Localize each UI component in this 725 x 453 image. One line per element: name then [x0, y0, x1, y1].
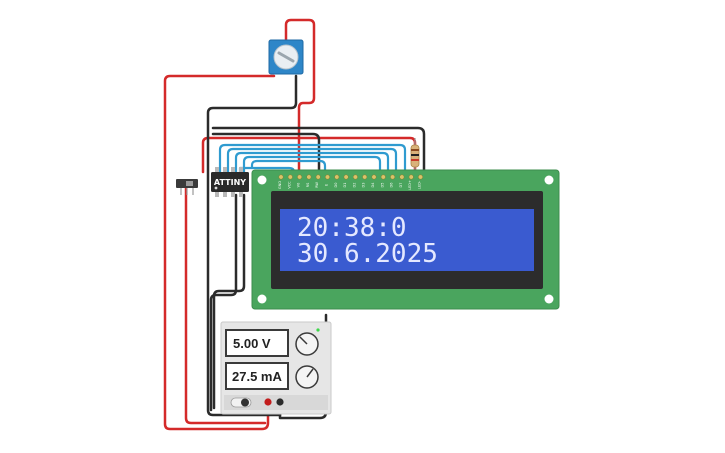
- lcd-pin-6[interactable]: [325, 174, 330, 180]
- power-supply-bottom-panel: [224, 395, 328, 410]
- wire-blue-1[interactable]: [218, 143, 407, 174]
- lcd-pin-8[interactable]: [343, 174, 349, 180]
- lcd-pin-16[interactable]: [418, 174, 423, 180]
- wire-blue-5[interactable]: [250, 159, 327, 174]
- current-knob-indicator: [306, 368, 314, 378]
- wire-red-switch[interactable]: [184, 186, 267, 425]
- lcd-module[interactable]: GND VCC V0 RS RW E D0 D1 D2 D3 D4 D5 D6 D7 LED+ LED- 20…: [251, 169, 560, 310]
- lcd-pin-5[interactable]: [315, 174, 321, 180]
- lcd-mount-hole-tr: [544, 175, 554, 185]
- lcd-pin-label: D5: [380, 183, 384, 188]
- wire-black-pot[interactable]: [206, 74, 298, 417]
- power-supply[interactable]: 5.00 V 27.5 mA: [220, 321, 332, 415]
- power-switch-thumb: [241, 398, 249, 407]
- chip-pins-top: [215, 167, 243, 173]
- lcd-pin-7[interactable]: [334, 174, 340, 180]
- lcd-line-2: 30.6.2025: [297, 239, 438, 269]
- lcd-pin-1[interactable]: [278, 174, 284, 180]
- lcd-pin-label: D6: [390, 183, 394, 188]
- resistor-band-1: [411, 149, 419, 151]
- voltage-display: [225, 329, 289, 357]
- lcd-pin-label: D7: [399, 183, 403, 188]
- wires: [163, 18, 426, 431]
- lcd-pin-labels: GND VCC V0 RS RW E D0 D1 D2 D3 D4 D5 D6 D7 LED+ LED-: [278, 180, 422, 190]
- wire-red-rail[interactable]: [201, 136, 417, 174]
- positive-terminal[interactable]: [264, 398, 272, 406]
- lcd-pin-label: D0: [334, 183, 338, 188]
- resistor[interactable]: [410, 138, 420, 172]
- lcd-pin-label: D4: [371, 182, 375, 188]
- lcd-mount-hole-br: [544, 294, 554, 304]
- lcd-pin-11[interactable]: [371, 174, 377, 180]
- wire-blue-3[interactable]: [234, 151, 390, 174]
- lcd-pin-label: D1: [343, 183, 347, 188]
- lcd-mount-hole-bl: [257, 294, 267, 304]
- wire-black-chip2[interactable]: [212, 193, 246, 410]
- wire-black-top[interactable]: [211, 126, 426, 174]
- chip-pin1-dot: [214, 186, 218, 190]
- lcd-pin-13[interactable]: [390, 174, 396, 180]
- wire-black-inner[interactable]: [211, 132, 321, 174]
- wire-blue-2[interactable]: [226, 147, 398, 174]
- lcd-pin-label: RS: [306, 182, 310, 187]
- lcd-pin-label: D2: [352, 183, 356, 188]
- lcd-pin-label: VCC: [287, 181, 291, 189]
- lcd-pin-label: D3: [362, 183, 366, 188]
- lcd-mount-hole-tl: [257, 175, 267, 185]
- lcd-pin-14[interactable]: [399, 174, 405, 180]
- resistor-band-3: [411, 159, 419, 161]
- chip-pins-bottom: [215, 191, 243, 197]
- lcd-pin-12[interactable]: [380, 174, 386, 180]
- current-readout: 27.5 mA: [232, 369, 282, 384]
- lcd-pin-2[interactable]: [287, 174, 293, 180]
- lcd-pin-label: LED+: [408, 180, 412, 190]
- resistor-band-2: [411, 154, 419, 156]
- potentiometer-indicator: [277, 51, 295, 63]
- lcd-pin-10[interactable]: [362, 174, 368, 180]
- wire-blue-4[interactable]: [242, 155, 382, 174]
- lcd-pin-label: RW: [315, 182, 319, 188]
- lcd-pin-label: E: [325, 184, 329, 186]
- lcd-pin-3[interactable]: [297, 174, 303, 180]
- power-led: [316, 328, 320, 332]
- chip-body: [211, 172, 249, 192]
- voltage-readout: 5.00 V: [233, 336, 271, 351]
- voltage-knob-indicator: [299, 336, 308, 345]
- slide-switch[interactable]: [176, 179, 198, 195]
- lcd-pin-header: [278, 174, 423, 180]
- lcd-pin-15[interactable]: [408, 174, 414, 180]
- negative-terminal[interactable]: [276, 398, 284, 406]
- lcd-pin-label: LED-: [418, 180, 422, 189]
- lcd-pin-9[interactable]: [352, 174, 358, 180]
- chip-label: ATTINY: [214, 178, 246, 187]
- wire-red-pot-top[interactable]: [284, 18, 316, 174]
- lcd-pin-label: GND: [278, 181, 282, 189]
- lcd-line-1: 20:38:0: [297, 213, 407, 243]
- potentiometer[interactable]: [268, 39, 304, 75]
- lcd-pin-label: V0: [297, 183, 301, 188]
- wire-red-left-loop[interactable]: [163, 74, 276, 431]
- attiny-chip[interactable]: ATTINY: [211, 167, 249, 197]
- lcd-screen: [280, 209, 534, 271]
- switch-handle[interactable]: [186, 181, 193, 186]
- lcd-pin-4[interactable]: [306, 174, 312, 180]
- current-display: [225, 362, 289, 390]
